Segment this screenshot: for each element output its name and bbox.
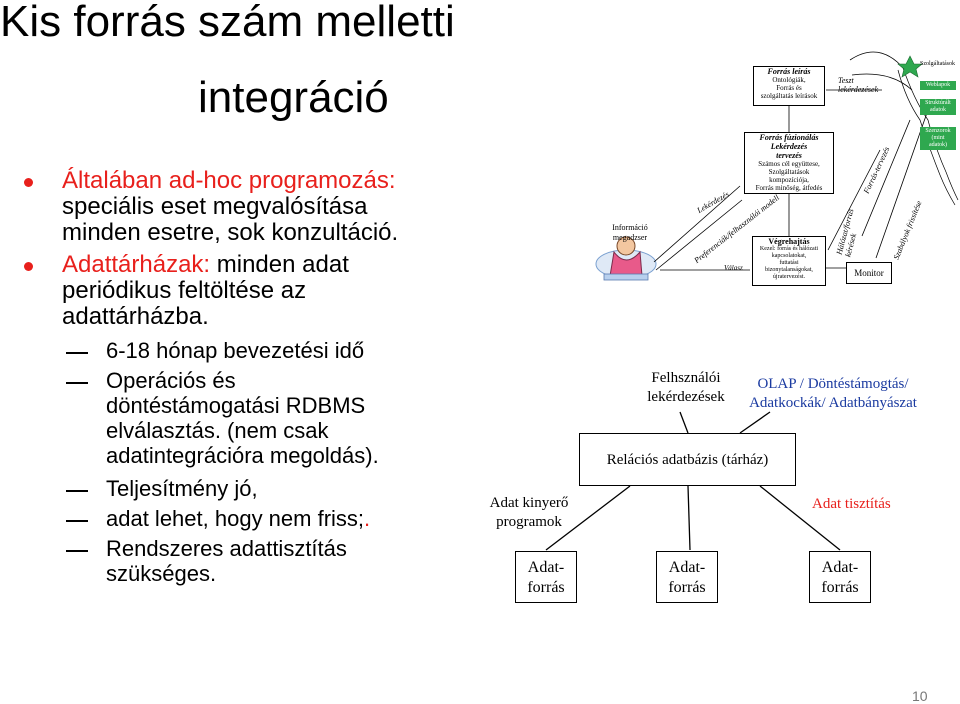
source-description-box: Forrás leírás Ontológiák, Forrás és szol… (753, 66, 825, 106)
execution-title: Végrehajtás (753, 237, 825, 246)
green-sensors: Szenzorok (mint adatok) (920, 127, 956, 150)
monitor-box: Monitor (846, 262, 892, 284)
source-description-body: Ontológiák, Forrás és szolgáltatás leírá… (754, 76, 824, 100)
source-description-title: Forrás leírás (754, 67, 824, 76)
fusion-body: Számos cél együttese, Szolgáltatások kom… (745, 160, 833, 192)
test-queries-label: Teszt lekérdezések (838, 76, 878, 94)
page-number: 10 (912, 688, 928, 704)
fusion-box: Forrás fúzionálás Lekérdezés tervezés Sz… (744, 132, 834, 194)
fusion-title: Forrás fúzionálás Lekérdezés tervezés (745, 133, 833, 160)
green-structured: Struktúrált adatok (920, 99, 956, 115)
green-services-label: Szolgáltatások (920, 61, 955, 67)
info-system-label: Információ megadzser (600, 223, 660, 243)
person-at-desk-illustration (596, 237, 656, 280)
star-icon (898, 56, 922, 77)
answers-label: Válasz (724, 264, 743, 272)
execution-body: Kezel: forrás és hálózati kapcsolatokat,… (753, 246, 825, 281)
execution-box: Végrehajtás Kezel: forrás és hálózati ka… (752, 236, 826, 286)
green-webpages: Weblapok (920, 81, 956, 90)
